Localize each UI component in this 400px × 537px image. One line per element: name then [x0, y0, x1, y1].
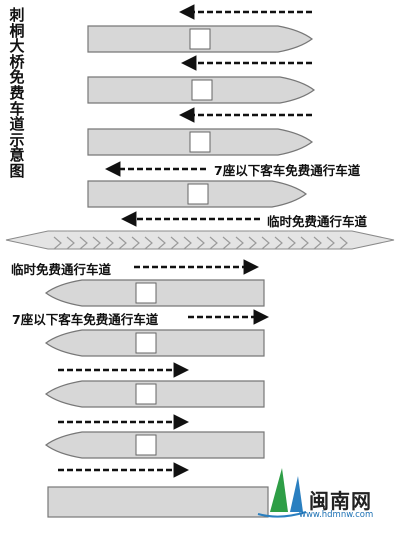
label-temp-free-lane-east: 临时免费通行车道 [11, 262, 112, 277]
toll-island-5 [44, 279, 265, 307]
logo-url: www.hdmnw.com [299, 510, 374, 520]
central-median [5, 230, 395, 250]
toll-island-2 [87, 76, 316, 104]
label-car-free-lane-west: 7座以下客车免费通行车道 [214, 163, 361, 178]
label-temp-free-lane-west: 临时免费通行车道 [267, 214, 368, 229]
toll-island-9 [47, 486, 269, 518]
toll-island-3 [87, 128, 314, 156]
toll-island-7 [44, 380, 265, 408]
toll-island-8 [44, 431, 265, 459]
logo-brand: 闽南网 [309, 489, 372, 513]
label-car-free-lane-east: 7座以下客车免费通行车道 [12, 312, 159, 327]
diagram-title: 刺桐大桥免费车道示意图 [9, 6, 25, 180]
toll-island-4 [87, 180, 308, 208]
logo-sail-icon [257, 468, 307, 518]
toll-island-6 [44, 329, 265, 357]
toll-island-1 [87, 25, 314, 53]
